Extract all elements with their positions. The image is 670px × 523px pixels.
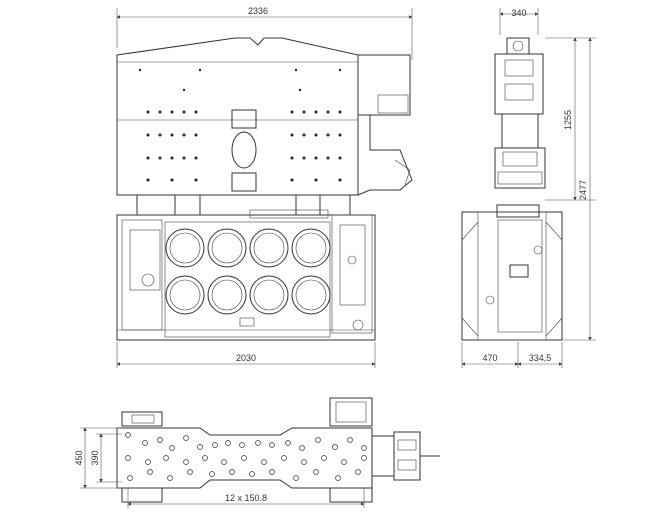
side-view: 340 1255 2477 (461, 8, 596, 368)
dimension-frame-length: 2030 (116, 342, 376, 368)
dim-label-plan-outer-width: 450 (74, 450, 84, 465)
eccentric-weights (165, 228, 331, 315)
dimension-side-heights: 1255 2477 (545, 37, 596, 341)
dim-label-side-base-left: 470 (482, 353, 497, 363)
dim-label-side-width: 340 (511, 8, 526, 18)
upper-housing (116, 37, 413, 196)
dimension-plan-widths: 450 390 (74, 427, 122, 489)
dimension-overall-length: 2336 (116, 6, 413, 60)
dim-label-side-upper-height: 1255 (563, 110, 573, 130)
plan-view: 450 390 12 x 150.8 (74, 397, 440, 508)
dim-label-overall-length: 2336 (248, 6, 268, 16)
dim-label-plan-hole-spacing: 12 x 150.8 (225, 493, 267, 503)
dimension-side-width: 340 (499, 8, 539, 35)
dimension-side-base: 470 334,5 (461, 342, 563, 368)
vibrator-frame (116, 209, 376, 341)
dimension-plan-hole-spacing: 12 x 150.8 (127, 488, 365, 508)
dim-label-plan-inner-width: 390 (90, 450, 100, 465)
dim-label-side-base-right: 334,5 (529, 353, 552, 363)
dim-label-side-total-height: 2477 (578, 180, 588, 200)
front-view: 2336 (116, 6, 413, 368)
dim-label-frame-length: 2030 (236, 353, 256, 363)
connecting-rods (136, 195, 351, 215)
